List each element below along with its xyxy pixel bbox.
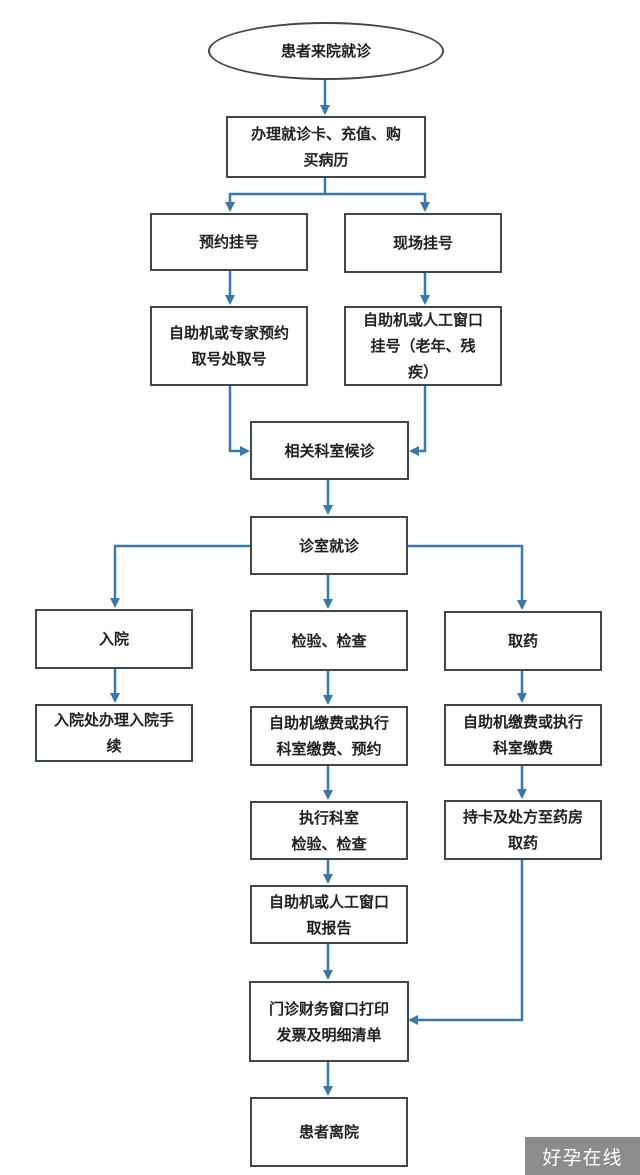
node-exam-exec: 执行科室 检验、检查 <box>250 801 408 860</box>
node-pharmacy: 持卡及处方至药房 取药 <box>444 800 602 860</box>
node-exam-pay: 自助机缴费或执行 科室缴费、预约 <box>250 706 408 766</box>
arrow-pickup-to-waiting <box>228 386 250 456</box>
watermark: 好孕在线 <box>525 1137 640 1175</box>
node-consult: 诊室就诊 <box>250 516 408 575</box>
node-start: 患者来院就诊 <box>208 22 444 80</box>
node-card: 办理就诊卡、充值、购 买病历 <box>226 116 426 178</box>
node-admit-process: 入院处办理入院手 续 <box>35 704 193 762</box>
arrow-card-to-onsite <box>325 192 430 212</box>
node-waiting: 相关科室候诊 <box>250 421 409 480</box>
arrow-card-to-appointment <box>225 178 327 212</box>
node-medicine-pay: 自助机缴费或执行 科室缴费 <box>444 704 602 766</box>
node-leave: 患者离院 <box>250 1097 408 1167</box>
node-onsite: 现场挂号 <box>344 213 502 273</box>
node-medicine: 取药 <box>444 611 602 671</box>
arrow-register-to-waiting <box>409 386 427 456</box>
node-report: 自助机或人工窗口 取报告 <box>250 885 408 944</box>
node-admit: 入院 <box>35 609 193 669</box>
arrow-consult-to-medicine <box>406 544 527 610</box>
node-onsite-register: 自助机或人工窗口 挂号（老年、残 疾） <box>344 306 502 386</box>
arrow-pharmacy-to-invoice <box>408 860 524 1025</box>
node-appointment-pickup: 自助机或专家预约 取号处取号 <box>150 306 308 386</box>
node-appointment: 预约挂号 <box>150 213 308 271</box>
arrow-consult-to-admit <box>110 544 250 608</box>
node-exam: 检验、检查 <box>250 610 408 671</box>
node-invoice: 门诊财务窗口打印 发票及明细清单 <box>249 981 409 1062</box>
